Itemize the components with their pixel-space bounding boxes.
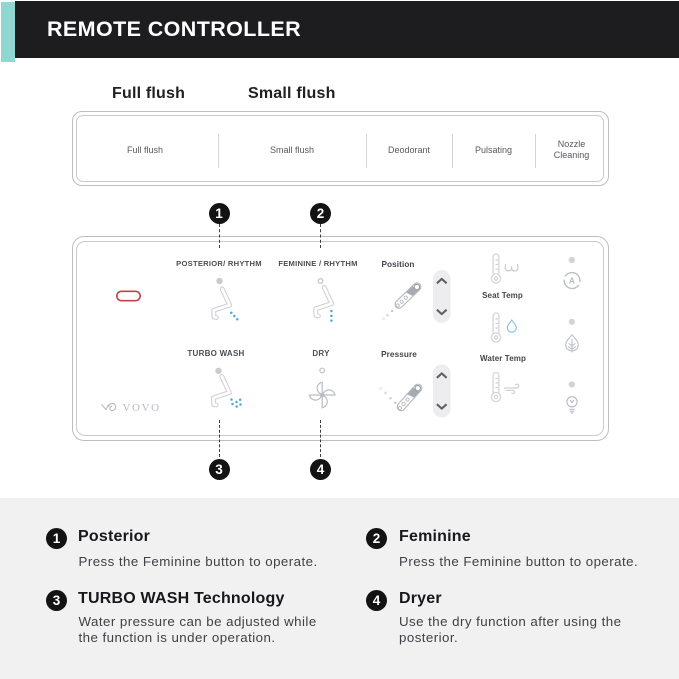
svg-text:VOVO: VOVO (122, 402, 160, 414)
svg-text:A: A (569, 277, 575, 286)
